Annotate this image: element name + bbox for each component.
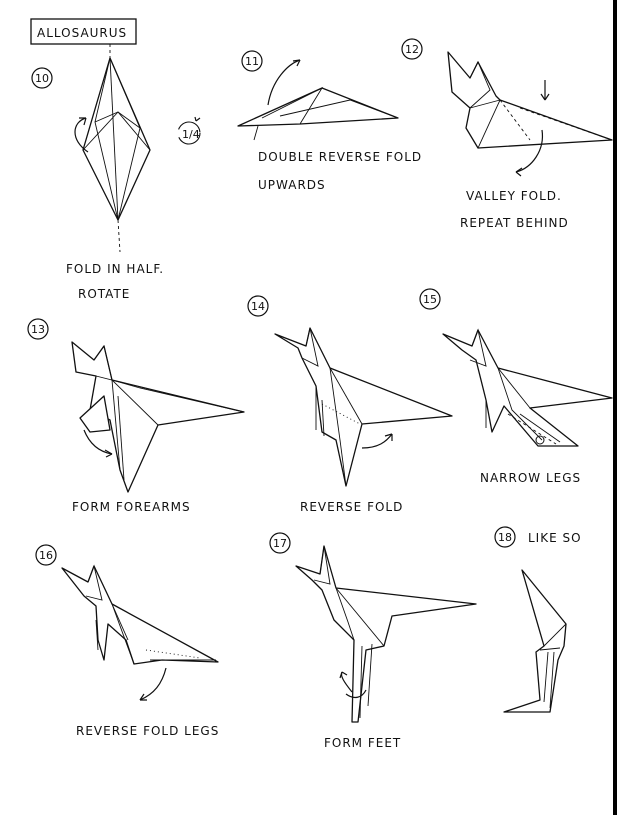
step-15: 15 NARROW LEGS xyxy=(419,288,613,485)
step-number-circle xyxy=(241,50,263,72)
step-number: 11 xyxy=(245,55,259,68)
step-number: 12 xyxy=(405,43,419,56)
step-number: 16 xyxy=(39,549,53,562)
flat-base-figure xyxy=(237,59,399,141)
step-number: 18 xyxy=(498,531,512,544)
step-14: 14 REVERSE FOLD xyxy=(247,295,453,514)
page-edge-shadow xyxy=(613,0,617,815)
step-caption: REVERSE FOLD LEGS xyxy=(76,724,219,738)
step-number-circle xyxy=(35,544,57,566)
step-11: 11 DOUBLE REVERSE FOLD UPWARDS xyxy=(237,50,422,192)
step-number: 14 xyxy=(251,300,265,313)
step-12: 12 VALLEY FOLD. REPEAT BEHIND xyxy=(401,38,613,230)
reverse-fold-legs-figure xyxy=(61,564,219,701)
step-number-circle xyxy=(494,526,516,548)
form-feet-figure xyxy=(295,545,477,723)
step-number-circle xyxy=(247,295,269,317)
step-18: 18 LIKE SO xyxy=(494,526,582,713)
reverse-fold-figure xyxy=(274,327,453,487)
step-caption: REVERSE FOLD xyxy=(300,500,403,514)
rotate-label: 1/4 xyxy=(182,128,200,141)
step-number-circle xyxy=(401,38,423,60)
step-caption-2: ROTATE xyxy=(78,287,130,301)
fold-arrow-icon xyxy=(139,667,167,701)
title-text: ALLOSAURUS xyxy=(37,26,127,40)
step-13: 13 FORM FOREARMS xyxy=(27,318,245,514)
title-box: ALLOSAURUS xyxy=(30,18,137,45)
step-number: 10 xyxy=(35,72,49,85)
step-number-circle xyxy=(31,67,53,89)
step-number: 17 xyxy=(273,537,287,550)
step-16: 16 REVERSE FOLD LEGS xyxy=(35,544,219,738)
step-number: 13 xyxy=(31,323,45,336)
fold-arrow-icon xyxy=(83,429,113,455)
step-caption: LIKE SO xyxy=(528,531,582,545)
step-caption: FORM FOREARMS xyxy=(72,500,191,514)
leg-closeup-figure xyxy=(503,569,567,713)
fold-arrow-icon xyxy=(361,433,393,449)
step-number-circle xyxy=(27,318,49,340)
step-caption-2: REPEAT BEHIND xyxy=(460,216,569,230)
step-caption: FORM FEET xyxy=(324,736,401,750)
step-number: 15 xyxy=(423,293,437,306)
step-caption: DOUBLE REVERSE FOLD xyxy=(258,150,422,164)
step-17: 17 FORM FEET xyxy=(269,532,477,750)
step-caption: FOLD IN HALF. xyxy=(66,262,164,276)
step-number-circle xyxy=(269,532,291,554)
step-caption: NARROW LEGS xyxy=(480,471,581,485)
forearm-figure xyxy=(71,341,245,493)
rotate-symbol-icon: 1/4 xyxy=(177,116,201,145)
fold-arrow-icon xyxy=(74,117,89,153)
head-neck-figure xyxy=(447,51,613,177)
step-number-circle xyxy=(419,288,441,310)
fold-arrow-icon xyxy=(515,129,543,173)
step-caption: VALLEY FOLD. xyxy=(466,189,562,203)
narrow-legs-figure xyxy=(442,328,613,447)
step-10: 10 1/4 FOLD IN HALF. ROTATE xyxy=(31,44,201,301)
step-caption-2: UPWARDS xyxy=(258,178,326,192)
kite-base-figure xyxy=(74,44,151,253)
fold-arrow-icon xyxy=(267,59,301,106)
